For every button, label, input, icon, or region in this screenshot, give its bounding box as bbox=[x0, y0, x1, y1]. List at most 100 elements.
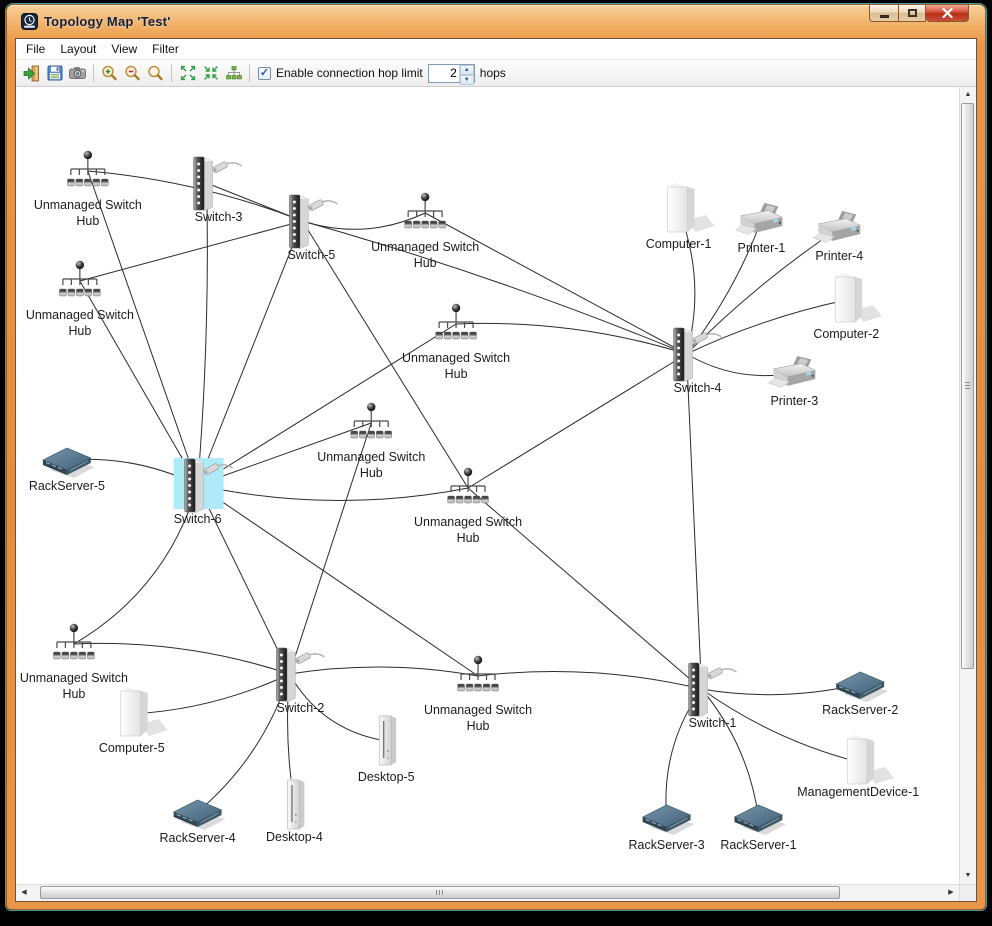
maximize-button[interactable] bbox=[898, 5, 926, 22]
scroll-left-icon[interactable]: ◀ bbox=[21, 889, 27, 896]
expand-layout-button[interactable] bbox=[176, 62, 199, 84]
computer-icon bbox=[834, 272, 883, 323]
zoom-in-icon bbox=[102, 65, 117, 80]
hop-limit-group: ✓ Enable connection hop limit ▲ ▼ hops bbox=[258, 63, 506, 85]
toolbar-separator bbox=[93, 64, 94, 82]
hub-icon bbox=[435, 303, 478, 340]
titlebar[interactable]: Topology Map 'Test' bbox=[15, 5, 977, 38]
switch-icon bbox=[672, 325, 723, 383]
thumb-grip bbox=[436, 890, 443, 895]
zoom-button[interactable] bbox=[144, 62, 167, 84]
minimize-button[interactable] bbox=[869, 5, 898, 22]
node-label: Unmanaged Switch bbox=[402, 351, 510, 365]
zoom-out-button[interactable] bbox=[121, 62, 144, 84]
node-switch-6[interactable]: Switch-6 bbox=[173, 456, 234, 526]
window-client-area: File Layout View Filter bbox=[15, 38, 977, 902]
node-desktop-5[interactable]: Desktop-5 bbox=[358, 713, 415, 784]
node-computer-1[interactable]: Computer-1 bbox=[646, 182, 715, 251]
hub-icon bbox=[404, 192, 447, 229]
printer-icon bbox=[734, 202, 783, 235]
hop-limit-checkbox[interactable]: ✓ bbox=[258, 66, 271, 80]
edge-switch-3-switch-6 bbox=[197, 182, 208, 486]
minimize-icon bbox=[879, 15, 889, 18]
edge-switch-2-hub-h bbox=[289, 666, 479, 677]
hop-limit-input[interactable] bbox=[428, 64, 459, 82]
edge-switch-6-hub-f bbox=[197, 484, 469, 502]
node-label: Switch-6 bbox=[174, 512, 222, 526]
export-button[interactable] bbox=[20, 62, 43, 84]
save-button[interactable] bbox=[43, 62, 66, 84]
vertical-scrollbar[interactable]: ▲ ▼ bbox=[959, 87, 976, 884]
scroll-down-icon[interactable]: ▼ bbox=[964, 872, 972, 879]
node-rackserver-5[interactable]: RackServer-5 bbox=[29, 447, 105, 493]
expand-arrows-icon bbox=[180, 65, 195, 81]
node-switch-3[interactable]: Switch-3 bbox=[192, 154, 243, 224]
snapshot-button[interactable] bbox=[66, 62, 89, 84]
node-label: Hub bbox=[414, 256, 437, 270]
node-desktop-4[interactable]: Desktop-4 bbox=[266, 777, 323, 844]
menu-filter[interactable]: Filter bbox=[152, 42, 179, 56]
zoom-in-button[interactable] bbox=[98, 62, 121, 84]
node-label: Unmanaged Switch bbox=[317, 450, 425, 464]
node-label: RackServer-1 bbox=[720, 838, 796, 852]
scroll-up-icon[interactable]: ▲ bbox=[964, 91, 972, 98]
export-icon bbox=[23, 65, 39, 81]
rackserver-icon bbox=[42, 447, 96, 479]
node-rackserver-2[interactable]: RackServer-2 bbox=[822, 671, 898, 717]
node-printer-4[interactable]: Printer-4 bbox=[812, 210, 863, 263]
node-rackserver-1[interactable]: RackServer-1 bbox=[720, 804, 797, 852]
window-controls bbox=[869, 5, 969, 22]
node-switch-5[interactable]: Switch-5 bbox=[287, 192, 339, 262]
hop-unit-label: hops bbox=[479, 66, 506, 80]
node-switch-4[interactable]: Switch-4 bbox=[672, 325, 723, 395]
menu-layout[interactable]: Layout bbox=[60, 42, 97, 56]
menu-file[interactable]: File bbox=[26, 42, 46, 56]
node-switch-2[interactable]: Switch-2 bbox=[275, 645, 326, 715]
node-printer-3[interactable]: Printer-3 bbox=[767, 355, 818, 408]
edge-switch-2-rackserver-4 bbox=[197, 673, 290, 813]
hop-limit-label: Enable connection hop limit bbox=[276, 66, 423, 80]
horizontal-scrollbar[interactable]: ◀ ▶ bbox=[16, 884, 959, 901]
node-rackserver-3[interactable]: RackServer-3 bbox=[629, 804, 705, 852]
node-computer-5[interactable]: Computer-5 bbox=[99, 686, 168, 755]
rackserver-icon bbox=[733, 804, 787, 836]
node-label: RackServer-3 bbox=[629, 838, 705, 852]
rackserver-icon bbox=[173, 799, 227, 831]
vertical-scrollbar-thumb[interactable] bbox=[961, 103, 974, 669]
spin-up-icon[interactable]: ▲ bbox=[459, 64, 474, 75]
topology-map-window: Topology Map 'Test' File Layout View Fil… bbox=[6, 4, 986, 910]
edge-hub-f-switch-1 bbox=[467, 487, 702, 690]
printer-icon bbox=[767, 355, 816, 388]
node-printer-1[interactable]: Printer-1 bbox=[734, 202, 785, 255]
node-rackserver-4[interactable]: RackServer-4 bbox=[160, 799, 236, 845]
node-computer-2[interactable]: Computer-2 bbox=[813, 272, 883, 341]
close-button[interactable] bbox=[926, 5, 969, 22]
spin-down-icon[interactable]: ▼ bbox=[459, 74, 474, 85]
node-label: Unmanaged Switch bbox=[424, 703, 532, 717]
node-managementdevice-1[interactable]: ManagementDevice-1 bbox=[797, 734, 919, 799]
camera-icon bbox=[69, 67, 86, 79]
node-label: Unmanaged Switch bbox=[34, 198, 142, 212]
node-label: Computer-1 bbox=[646, 237, 712, 251]
node-label: Switch-4 bbox=[674, 381, 722, 395]
toolbar-separator bbox=[249, 64, 250, 82]
collapse-layout-button[interactable] bbox=[199, 62, 222, 84]
node-switch-1[interactable]: Switch-1 bbox=[687, 660, 738, 730]
edge-switch-1-rackserver-1 bbox=[701, 688, 759, 818]
node-label: Hub bbox=[68, 324, 91, 338]
menu-view[interactable]: View bbox=[111, 42, 138, 56]
horizontal-scrollbar-thumb[interactable] bbox=[40, 886, 840, 899]
scroll-right-icon[interactable]: ▶ bbox=[948, 889, 954, 896]
node-label: Switch-1 bbox=[689, 716, 737, 730]
tree-layout-button[interactable] bbox=[222, 62, 245, 84]
node-label: RackServer-5 bbox=[29, 479, 105, 493]
